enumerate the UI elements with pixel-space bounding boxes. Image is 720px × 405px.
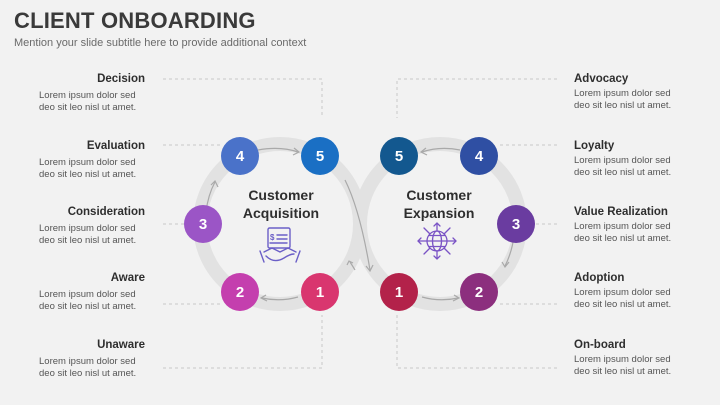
step-consideration: Consideration Lorem ipsum dolor sed deo …: [0, 205, 150, 246]
customer-acquisition-title: Customer Acquisition: [230, 186, 332, 222]
step-label: Aware: [110, 272, 145, 284]
step-label: Advocacy: [574, 73, 629, 85]
expansion-step-circle-3: [497, 205, 535, 243]
acquisition-step-number-1: 1: [316, 284, 324, 301]
step-description: Lorem ipsum dolor sed deo sit leo nisl u…: [574, 88, 672, 111]
arrow-cross-down: [344, 179, 371, 271]
acquisition-step-circle-3: [184, 205, 222, 243]
connector-advocacy: [396, 78, 557, 118]
acquisition-step-number-2: 2: [236, 284, 244, 301]
step-description: Lorem ipsum dolor sed deo sit leo nisl u…: [39, 90, 137, 113]
acquisition-step-number-5: 5: [316, 148, 324, 165]
arrow-left-side-head: [210, 179, 219, 188]
step-unaware: Unaware Lorem ipsum dolor sed deo sit le…: [0, 338, 150, 379]
expansion-step-circle-1: [380, 273, 418, 311]
step-aware: Aware Lorem ipsum dolor sed deo sit leo …: [0, 271, 150, 312]
expansion-step-circle-5: [380, 137, 418, 175]
arrow-cross-up: [349, 261, 356, 271]
step-advocacy: Advocacy Lorem ipsum dolor sed deo sit l…: [574, 72, 720, 112]
svg-text:$: $: [270, 233, 275, 242]
expansion-step-number-3: 3: [512, 216, 520, 233]
acquisition-line2: Acquisition: [242, 205, 320, 221]
step-description: Lorem ipsum dolor sed deo sit leo nisl u…: [574, 354, 672, 377]
expansion-step-number-5: 5: [395, 148, 403, 165]
expansion-step-circle-2: [460, 273, 498, 311]
expansion-step-number-4: 4: [475, 148, 484, 165]
page-subtitle: Mention your slide subtitle here to prov…: [14, 37, 307, 49]
left-loop-track: [193, 137, 367, 311]
step-label: Loyalty: [574, 140, 615, 152]
step-label: Unaware: [97, 339, 145, 351]
acquisition-step-circle-2: [221, 273, 259, 311]
left-step-circles: 5 4 3 2 1: [184, 137, 339, 311]
step-label: Decision: [97, 73, 145, 85]
page-title: CLIENT ONBOARDING: [14, 8, 256, 33]
connector-on-board: [396, 315, 557, 369]
arrow-left-bottom: [261, 296, 299, 301]
right-connectors: [396, 78, 557, 369]
arrow-right-side-head: [501, 261, 510, 269]
expansion-step-number-2: 2: [475, 284, 483, 301]
step-description: Lorem ipsum dolor sed deo sit leo nisl u…: [574, 287, 672, 310]
expansion-step-number-1: 1: [395, 284, 403, 301]
step-description: Lorem ipsum dolor sed deo sit leo nisl u…: [574, 221, 672, 244]
expansion-step-circle-4: [460, 137, 498, 175]
connector-unaware: [163, 315, 323, 369]
step-decision: Decision Lorem ipsum dolor sed deo sit l…: [0, 72, 150, 113]
handshake-contract-icon: $: [259, 227, 301, 263]
step-description: Lorem ipsum dolor sed deo sit leo nisl u…: [39, 223, 137, 246]
expansion-line1: Customer: [406, 187, 472, 203]
connector-decision: [163, 78, 323, 118]
acquisition-step-circle-5: [301, 137, 339, 175]
step-label: Value Realization: [574, 206, 668, 218]
arrow-right-bottom: [421, 296, 459, 301]
step-on-board: On-board Lorem ipsum dolor sed deo sit l…: [574, 338, 720, 378]
left-connectors: [163, 78, 323, 369]
step-description: Lorem ipsum dolor sed deo sit leo nisl u…: [39, 157, 137, 180]
arrow-right-top-head: [419, 147, 428, 156]
acquisition-step-number-3: 3: [199, 216, 207, 233]
arrow-left-bottom-head: [259, 294, 268, 302]
step-adoption: Adoption Lorem ipsum dolor sed deo sit l…: [574, 271, 720, 311]
step-label: Consideration: [67, 206, 145, 218]
step-label: On-board: [574, 339, 626, 351]
arrow-left-top: [257, 147, 299, 153]
arrow-cross-up-head: [346, 260, 354, 266]
step-label: Evaluation: [86, 140, 145, 152]
expansion-line2: Expansion: [403, 205, 475, 221]
right-step-circles: 5 4 3 2 1: [380, 137, 535, 311]
arrow-right-bottom-head: [452, 294, 461, 302]
step-value-realization: Value Realization Lorem ipsum dolor sed …: [574, 205, 720, 245]
step-description: Lorem ipsum dolor sed deo sit leo nisl u…: [39, 289, 137, 312]
acquisition-line1: Customer: [248, 187, 314, 203]
customer-expansion-title: Customer Expansion: [388, 186, 490, 222]
arrow-left-top-head: [292, 147, 301, 156]
arrow-right-top: [421, 147, 461, 153]
acquisition-step-circle-1: [301, 273, 339, 311]
step-label: Adoption: [574, 272, 625, 284]
arrow-cross-down-head: [365, 264, 374, 273]
acquisition-step-circle-4: [221, 137, 259, 175]
track-arrows: [205, 147, 515, 302]
step-description: Lorem ipsum dolor sed deo sit leo nisl u…: [39, 356, 137, 379]
right-loop-track: [353, 137, 527, 311]
acquisition-step-number-4: 4: [236, 148, 245, 165]
step-evaluation: Evaluation Lorem ipsum dolor sed deo sit…: [0, 139, 150, 180]
step-description: Lorem ipsum dolor sed deo sit leo nisl u…: [574, 155, 672, 178]
step-loyalty: Loyalty Lorem ipsum dolor sed deo sit le…: [574, 139, 720, 179]
globe-network-icon: [417, 222, 457, 260]
